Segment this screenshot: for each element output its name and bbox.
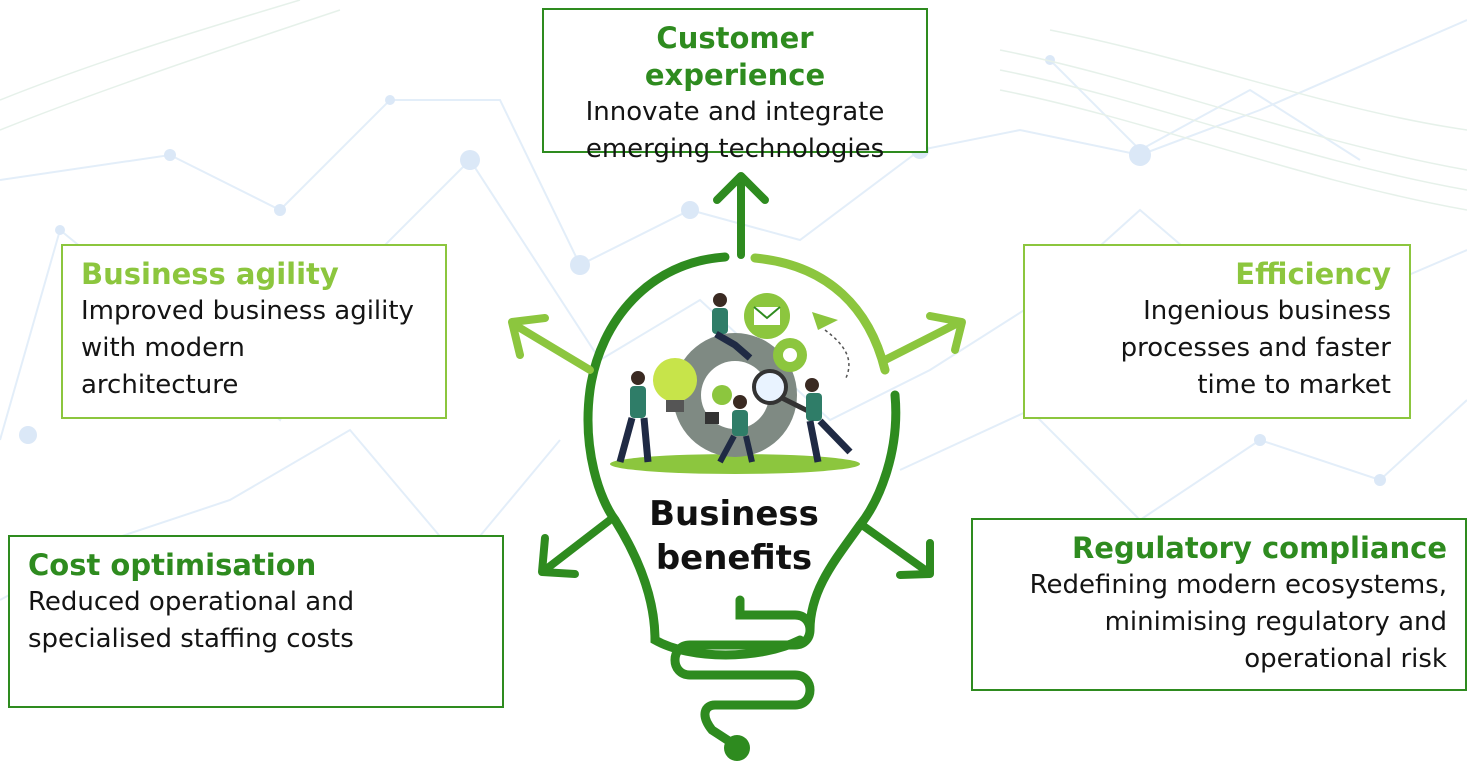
arrow-upright-icon	[881, 312, 966, 364]
cost-optimisation-desc-line-1: Reduced operational and	[28, 587, 355, 617]
business-agility-title: Business agility	[81, 257, 339, 291]
arrow-downleft-icon	[538, 516, 614, 578]
center-label: Business benefits	[614, 492, 854, 580]
customer-experience-title: Customer experience	[644, 21, 826, 92]
envelope-icon	[744, 293, 790, 339]
regulatory-compliance-desc-line-2: minimising regulatory and	[1104, 607, 1447, 637]
cost-optimisation-desc-line-2: specialised staffing costs	[28, 624, 354, 654]
business-agility-desc-line-1: Improved business agility	[81, 296, 414, 326]
business-agility-desc-line-3: architecture	[81, 370, 239, 400]
arrow-downright-icon	[858, 521, 934, 579]
lightbulb-outline-icon	[583, 252, 901, 761]
efficiency-box: Efficiency Ingenious business processes …	[1023, 244, 1411, 419]
center-label-line-1: Business	[649, 494, 819, 534]
efficiency-title: Efficiency	[1235, 257, 1391, 291]
regulatory-compliance-title: Regulatory compliance	[1071, 531, 1447, 565]
cost-optimisation-title: Cost optimisation	[28, 548, 317, 582]
customer-experience-box: Customer experience Innovate and integra…	[542, 8, 928, 164]
cost-optimisation-box: Cost optimisation Reduced operational an…	[8, 535, 504, 708]
business-agility-box: Business agility Improved business agili…	[61, 244, 447, 419]
regulatory-compliance-desc-line-1: Redefining modern ecosystems,	[1029, 570, 1447, 600]
efficiency-desc-line-2: processes and faster	[1120, 333, 1391, 363]
team-illustration-icon	[610, 293, 860, 474]
center-label-line-2: benefits	[655, 538, 813, 578]
arrow-upleft-icon	[508, 314, 594, 374]
efficiency-desc-line-3: time to market	[1197, 370, 1391, 400]
efficiency-desc-line-1: Ingenious business	[1143, 296, 1391, 326]
paper-plane-icon	[812, 312, 838, 330]
customer-experience-desc-line-2: emerging technologies	[585, 134, 885, 164]
magnifier-icon	[752, 369, 812, 415]
regulatory-compliance-box: Regulatory compliance Redefining modern …	[971, 518, 1467, 691]
arrow-up-icon	[713, 172, 769, 259]
regulatory-compliance-desc-line-3: operational risk	[1244, 644, 1447, 674]
business-agility-desc-line-2: with modern	[81, 333, 245, 363]
customer-experience-desc-line-1: Innovate and integrate	[585, 97, 885, 127]
